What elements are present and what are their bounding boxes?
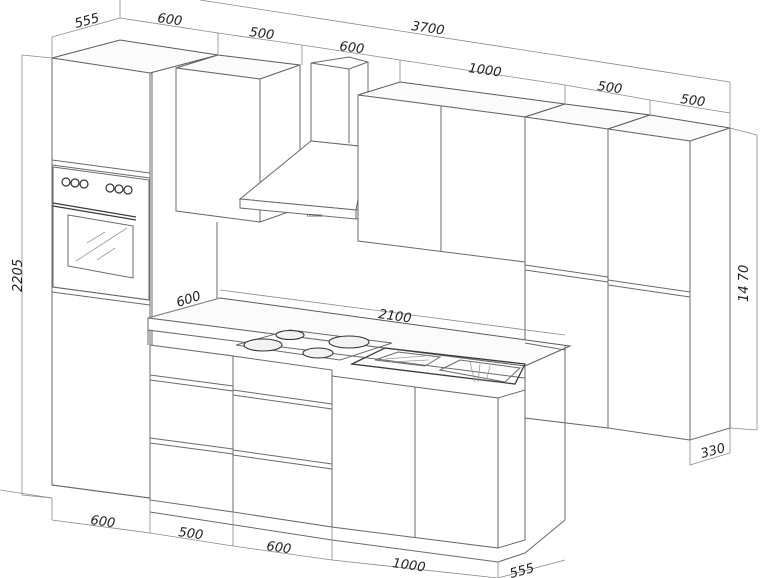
dim-right-tall-depth: 330 <box>699 441 727 462</box>
dim-base-500: 500 <box>177 525 204 543</box>
tall-cabinet-right-b <box>607 114 731 441</box>
dim-hood-width: 600 <box>338 39 365 57</box>
tall-oven-cabinet <box>51 39 219 499</box>
plinth <box>51 484 151 499</box>
base-cabinet-600-drawers <box>232 355 333 528</box>
dim-upper-500-b: 500 <box>679 92 706 110</box>
dim-overall-height: 2205 <box>11 259 26 292</box>
dim-worktop-length: 2100 <box>377 307 412 326</box>
dim-upper-tall-width: 600 <box>156 11 183 29</box>
chimney-hood: ooooo <box>238 56 369 220</box>
dim-right-tall-height: 14 70 <box>737 265 752 302</box>
base-cabinet-1000-sink <box>331 342 566 549</box>
dim-base-1000: 1000 <box>391 556 426 575</box>
dimension-labels: 555 600 500 600 1000 500 500 3700 2205 6… <box>11 11 752 578</box>
hood-control-panel: ooooo <box>307 213 322 219</box>
dim-upper-500-a: 500 <box>596 79 623 97</box>
dim-upper-1000: 1000 <box>467 61 502 80</box>
dim-worktop-depth: 600 <box>175 289 203 311</box>
dim-upper-wall-500: 500 <box>248 25 275 43</box>
dim-base-600: 600 <box>265 539 292 557</box>
sink <box>349 347 526 385</box>
wall-cabinet-1000 <box>357 81 566 263</box>
dim-base-600-tall: 600 <box>89 513 116 531</box>
dim-upper-depth-left: 555 <box>73 11 101 32</box>
base-cabinet-500-drawers <box>149 344 234 513</box>
dim-overall-width: 3700 <box>410 19 445 38</box>
oven <box>52 166 150 301</box>
cooktop <box>235 329 393 361</box>
dim-base-depth: 555 <box>508 561 536 578</box>
